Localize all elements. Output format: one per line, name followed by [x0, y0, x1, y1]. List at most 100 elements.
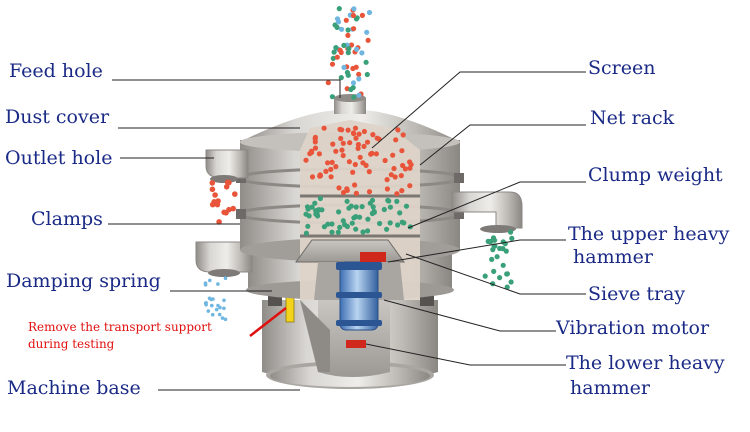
particle: [303, 157, 309, 163]
label-upper-heavy-hammer-2: hammer: [573, 246, 653, 268]
particle: [382, 157, 388, 164]
particle: [346, 46, 352, 52]
label-clamps: Clamps: [31, 208, 103, 230]
particle: [334, 54, 340, 60]
particle: [209, 186, 216, 193]
label-feed-hole: Feed hole: [9, 60, 103, 82]
particle: [356, 71, 362, 77]
particle: [394, 198, 400, 204]
vibration-motor: [336, 252, 386, 348]
label-clump-weight: Clump weight: [588, 164, 723, 186]
particle: [204, 302, 208, 307]
label-upper-heavy-hammer-1: The upper heavy: [568, 223, 730, 245]
particle: [485, 238, 491, 244]
particle: [329, 221, 335, 227]
particle: [226, 179, 232, 186]
particle: [312, 134, 318, 140]
particle: [364, 71, 370, 78]
particle: [216, 219, 222, 225]
particle: [338, 49, 344, 56]
particle: [360, 229, 366, 235]
particle: [345, 50, 351, 56]
particle: [220, 316, 225, 320]
particle: [329, 159, 335, 165]
particle: [339, 127, 345, 133]
particle: [394, 191, 400, 197]
particle: [365, 37, 371, 43]
particle: [308, 148, 315, 154]
particle: [384, 226, 390, 232]
particle: [333, 164, 339, 170]
particle: [407, 183, 413, 189]
particle: [384, 186, 390, 192]
particle: [353, 226, 359, 232]
particle: [370, 132, 376, 138]
particle: [399, 188, 405, 194]
particle: [341, 42, 347, 49]
particle: [350, 80, 357, 86]
particle: [399, 148, 405, 154]
particle: [325, 160, 331, 166]
particle: [210, 312, 215, 317]
particle: [366, 169, 372, 175]
particle: [392, 174, 398, 180]
particle: [340, 218, 346, 224]
particle: [398, 173, 404, 179]
particle: [217, 312, 222, 317]
particle: [345, 32, 351, 39]
particle: [381, 206, 387, 213]
particle: [365, 228, 371, 234]
particle: [403, 203, 410, 209]
particle: [366, 189, 373, 195]
particle: [400, 132, 406, 138]
particle: [336, 6, 342, 12]
particle: [367, 200, 373, 206]
particle: [353, 135, 359, 141]
particle: [223, 317, 228, 322]
particle: [352, 161, 358, 168]
particle: [209, 201, 216, 208]
particle: [503, 248, 509, 254]
particle: [338, 135, 344, 142]
particle: [309, 204, 315, 210]
particle: [508, 229, 514, 235]
particle: [323, 168, 329, 174]
particle: [337, 224, 343, 230]
particle: [341, 64, 347, 70]
particle: [508, 279, 514, 285]
particle: [402, 166, 408, 172]
particle: [328, 174, 334, 180]
particle: [214, 307, 219, 312]
particle: [364, 139, 371, 145]
particle: [370, 204, 376, 210]
particle: [336, 185, 342, 191]
note-line-1: Remove the transport support: [28, 320, 212, 334]
particle: [210, 303, 214, 308]
label-dust-cover: Dust cover: [5, 106, 110, 128]
particle: [328, 166, 334, 172]
particle: [344, 198, 350, 204]
cutaway-interior: [295, 120, 420, 300]
particle: [357, 214, 363, 220]
leader-lines: [108, 71, 586, 391]
particle: [359, 12, 365, 18]
particle: [306, 213, 312, 219]
particle: [329, 229, 335, 235]
particle: [390, 152, 396, 158]
particle: [305, 223, 311, 229]
particle: [387, 220, 393, 226]
particle: [489, 256, 495, 262]
particle: [340, 152, 346, 159]
particle: [393, 137, 399, 143]
particle: [351, 94, 357, 100]
particle: [230, 205, 236, 212]
particle: [504, 271, 510, 277]
particle: [356, 131, 362, 137]
particle: [338, 75, 344, 81]
particle: [356, 92, 362, 98]
particle: [340, 189, 347, 196]
particle: [357, 154, 363, 160]
particle: [351, 215, 357, 221]
